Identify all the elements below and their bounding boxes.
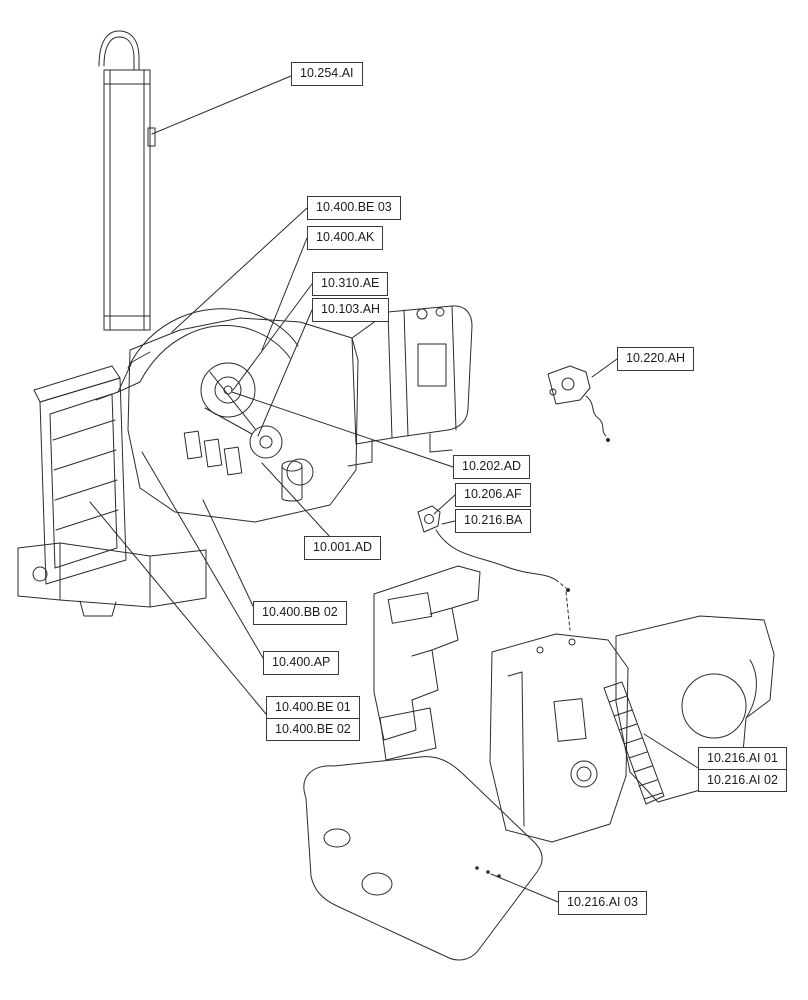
- callout-10-400-ap[interactable]: 10.400.AP: [263, 651, 340, 675]
- sensor-bracket-drawing: [547, 365, 610, 442]
- callout-10-310-ae[interactable]: 10.310.AE: [312, 272, 389, 296]
- hose-clamp-drawing: [417, 505, 571, 631]
- exhaust-stack-drawing: [98, 30, 156, 331]
- callout-10-254-ai[interactable]: 10.254.AI: [291, 62, 363, 86]
- callout-group-10-400-be: 10.400.BE 01 10.400.BE 02: [266, 696, 360, 741]
- callout-10-400-bb-02[interactable]: 10.400.BB 02: [253, 601, 347, 625]
- callout-10-202-ad[interactable]: 10.202.AD: [453, 455, 531, 479]
- fuel-tank-assembly-drawing: [373, 565, 775, 843]
- callout-10-206-af[interactable]: 10.206.AF: [455, 483, 531, 507]
- callout-10-216-ai-03[interactable]: 10.216.AI 03: [558, 891, 647, 915]
- engine-assembly-drawing: [17, 305, 473, 617]
- callout-group-10-216-ai: 10.216.AI 01 10.216.AI 02: [698, 747, 787, 792]
- callout-10-400-be-02[interactable]: 10.400.BE 02: [267, 718, 359, 740]
- callout-10-216-ai-02[interactable]: 10.216.AI 02: [699, 769, 786, 791]
- callout-10-216-ba[interactable]: 10.216.BA: [455, 509, 532, 533]
- floor-mat-panel-drawing: [303, 756, 543, 961]
- callout-10-400-be-03[interactable]: 10.400.BE 03: [307, 196, 401, 220]
- leader-lines: [89, 75, 699, 903]
- callout-10-001-ad[interactable]: 10.001.AD: [304, 536, 382, 560]
- callout-10-400-ak[interactable]: 10.400.AK: [307, 226, 384, 250]
- callout-10-103-ah[interactable]: 10.103.AH: [312, 298, 390, 322]
- callout-10-220-ah[interactable]: 10.220.AH: [617, 347, 695, 371]
- callout-10-216-ai-01[interactable]: 10.216.AI 01: [707, 751, 778, 765]
- callout-10-400-be-01[interactable]: 10.400.BE 01: [275, 700, 351, 714]
